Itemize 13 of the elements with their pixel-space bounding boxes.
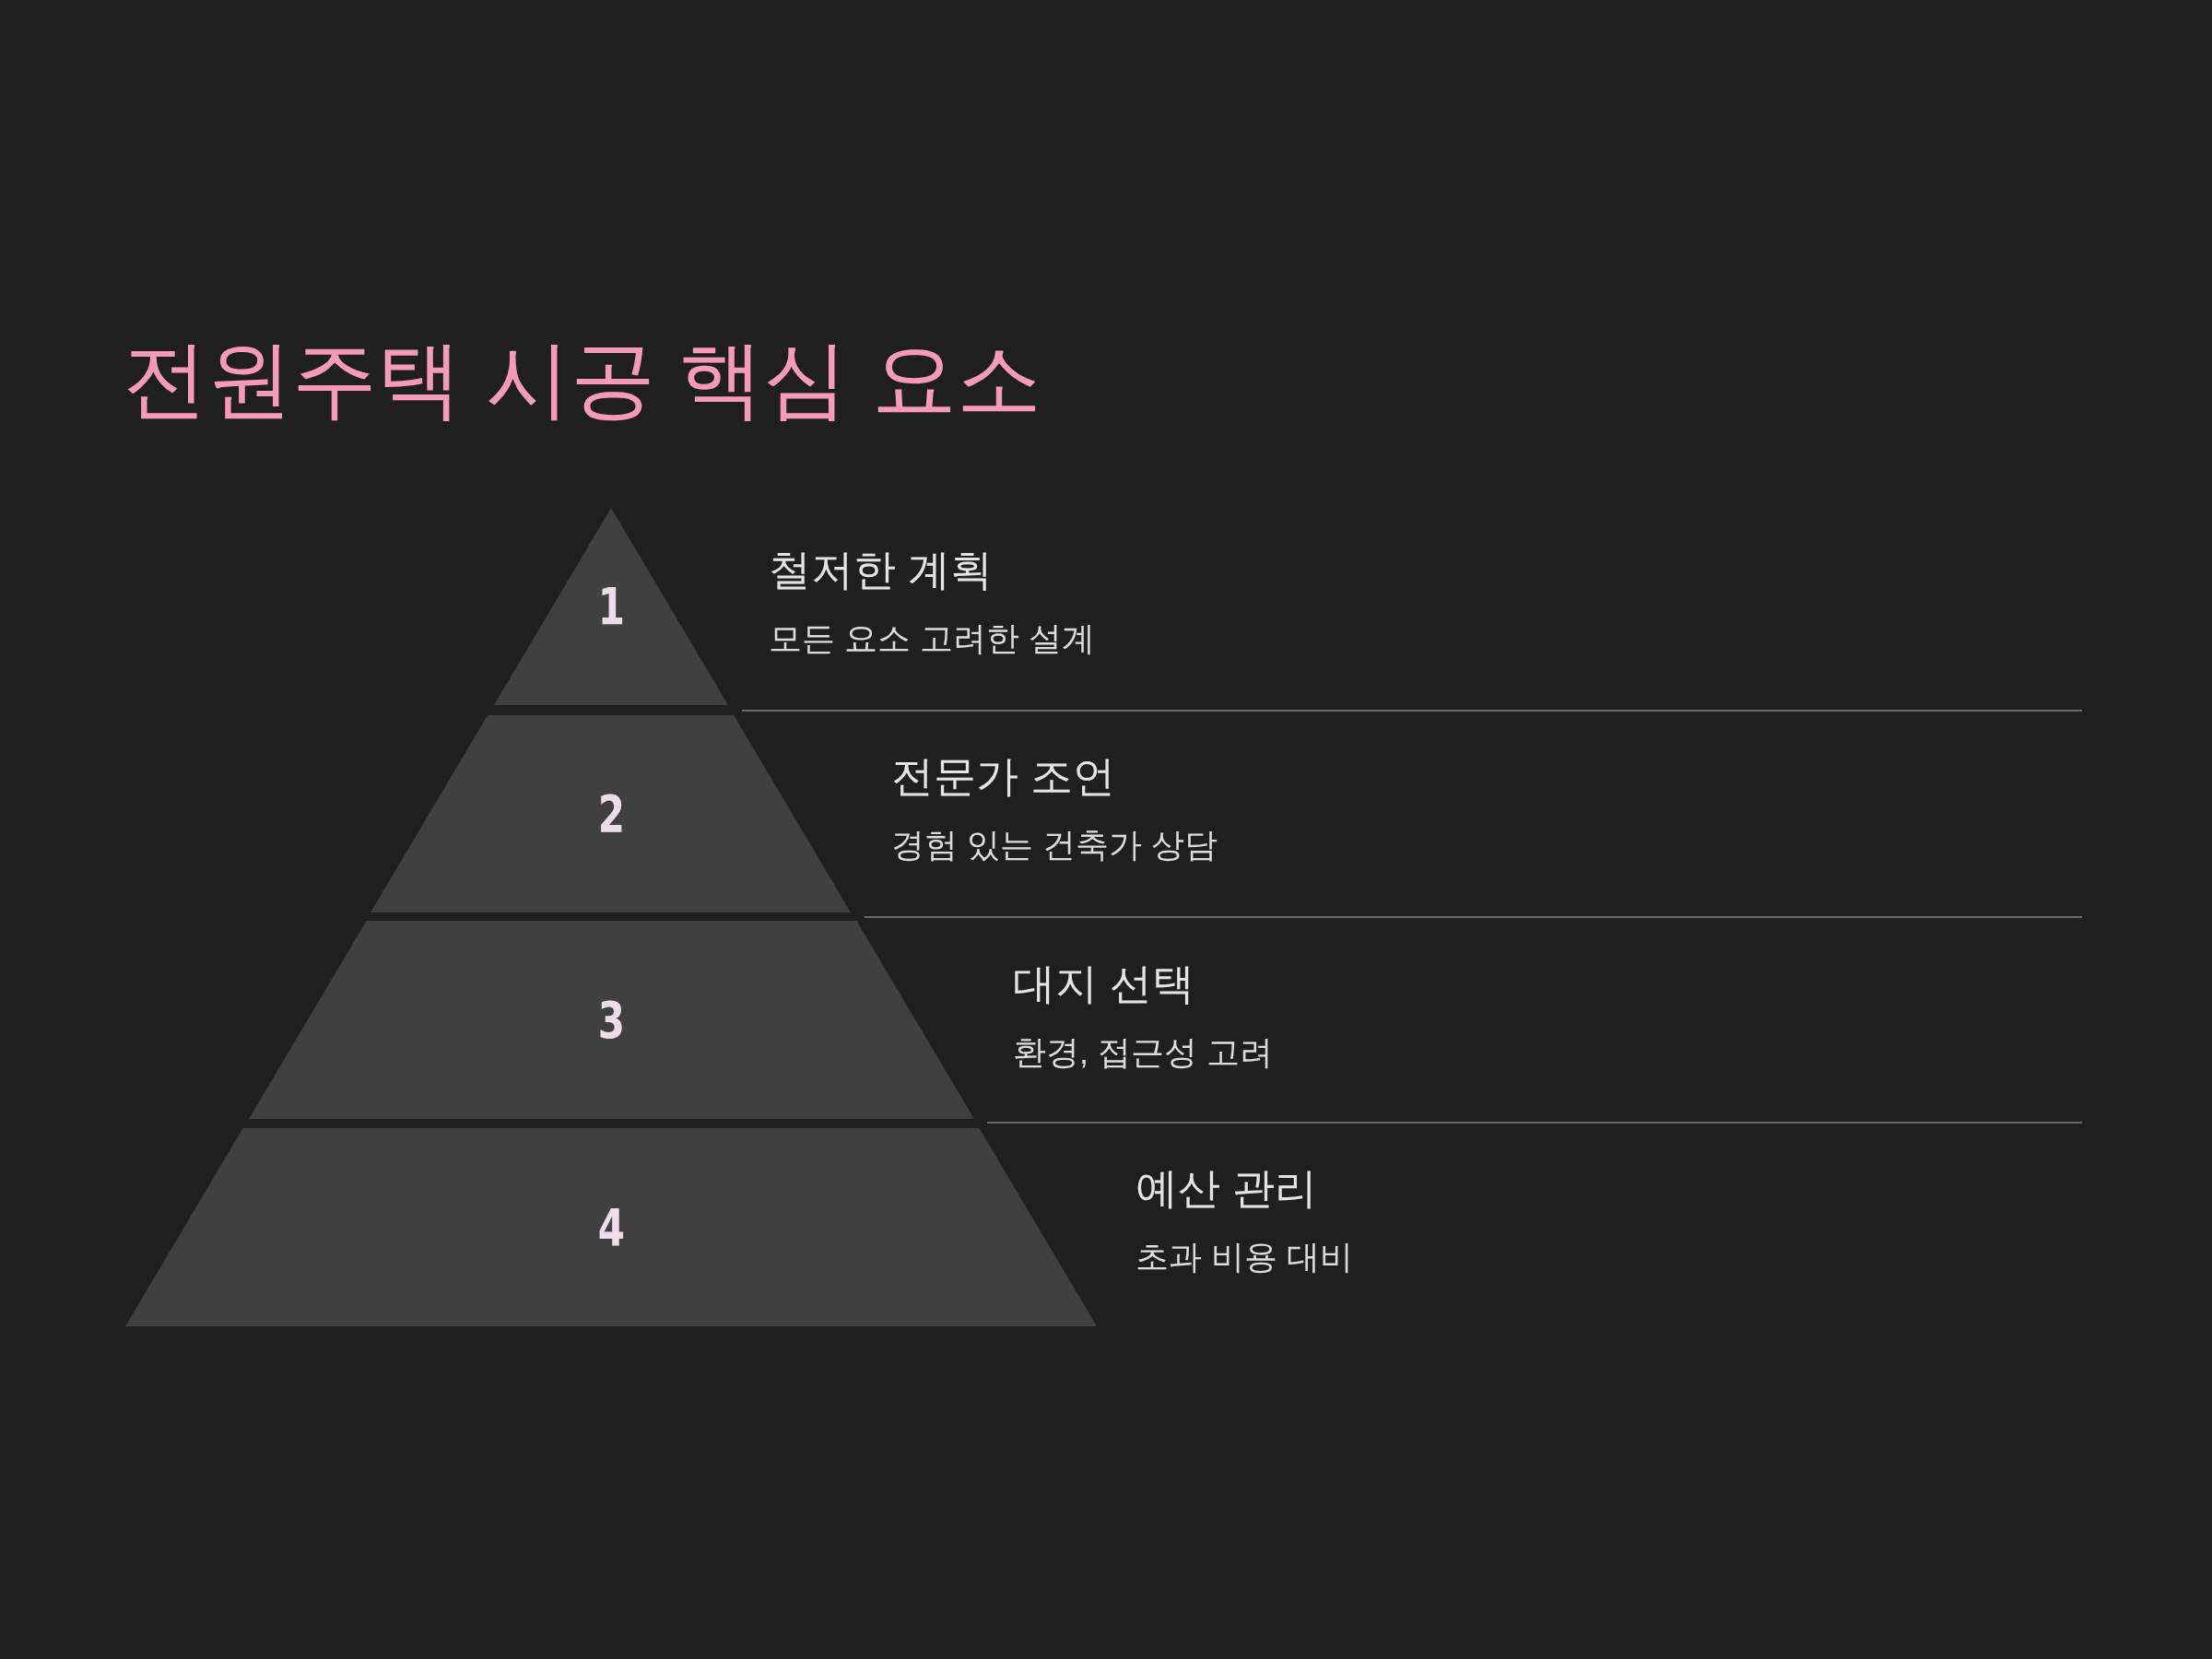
tier-description: 모든 요소 고려한 설계: [769, 618, 1095, 659]
tier-number: 4: [597, 1201, 625, 1253]
tier-heading: 대지 선택: [1013, 959, 1195, 1009]
tier-heading: 철저한 계획: [769, 545, 994, 595]
tier-description: 경험 있는 건축가 상담: [891, 824, 1218, 865]
tier-heading: 예산 관리: [1135, 1163, 1318, 1214]
tier-number: 1: [597, 581, 625, 632]
tier-number: 3: [597, 994, 625, 1046]
tier-description: 초과 비용 대비: [1135, 1236, 1353, 1277]
tier-number: 2: [597, 788, 625, 840]
tier-description: 환경, 접근성 고려: [1013, 1031, 1273, 1073]
title: 전원주택 시공 핵심 요소: [123, 336, 1041, 421]
tier-heading: 전문가 조언: [891, 751, 1116, 802]
